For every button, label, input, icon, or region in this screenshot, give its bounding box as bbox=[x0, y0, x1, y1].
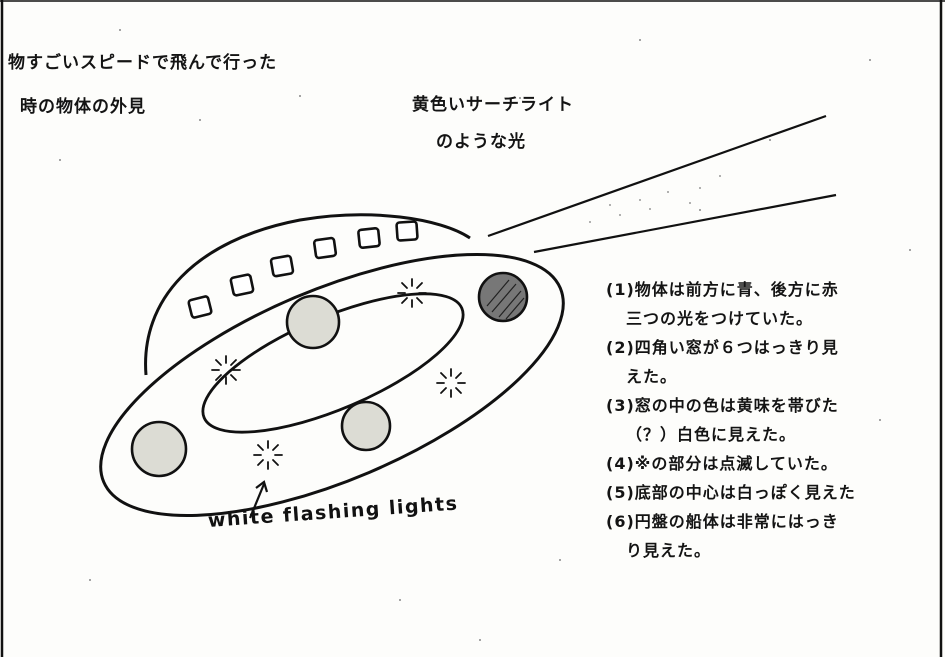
square-windows bbox=[187, 220, 419, 319]
note-1-line2: 三つの光をつけていた。 bbox=[626, 309, 814, 328]
caption-speed-line1: 物すごいスピードで飛んで行った bbox=[8, 53, 278, 73]
note-3-line2: （？）白色に見えた。 bbox=[626, 425, 797, 444]
window-3 bbox=[269, 254, 295, 278]
note-5-line1: (5)底部の中心は白っぽく見えた bbox=[606, 483, 856, 502]
flash-mark-3 bbox=[436, 368, 466, 398]
saucer-lights bbox=[130, 271, 529, 478]
paper-specks bbox=[59, 29, 911, 641]
light-front-hatched bbox=[477, 271, 529, 323]
searchlight-beam bbox=[487, 114, 837, 254]
caption-light-line2: のような光 bbox=[436, 132, 526, 152]
saucer-dome bbox=[144, 213, 471, 376]
note-4-line1: (4)※の部分は点滅していた。 bbox=[606, 454, 838, 473]
beam-dots bbox=[589, 175, 721, 223]
light-bottom-middle bbox=[340, 400, 392, 452]
label-pointer-arrow bbox=[248, 480, 269, 519]
window-1 bbox=[187, 295, 213, 319]
note-6-line1: (6)円盤の船体は非常にはっき bbox=[606, 512, 839, 531]
flash-mark-4 bbox=[253, 440, 283, 470]
caption-speed-line2: 時の物体の外見 bbox=[20, 97, 146, 117]
note-2-line1: (2)四角い窓が６つはっきり見 bbox=[606, 338, 839, 357]
window-6 bbox=[395, 220, 419, 242]
window-2 bbox=[229, 273, 255, 297]
window-5 bbox=[357, 227, 381, 249]
saucer-bottom-center bbox=[201, 292, 465, 434]
flashing-light-marks bbox=[211, 278, 466, 470]
note-6-line2: り見えた。 bbox=[626, 541, 712, 560]
light-left-rear bbox=[130, 420, 188, 478]
caption-light-line1: 黄色いサーチライト bbox=[412, 95, 574, 115]
saucer-body bbox=[99, 252, 565, 518]
flash-mark-2 bbox=[397, 278, 427, 308]
note-1-line1: (1)物体は前方に青、後方に赤 bbox=[606, 280, 839, 299]
light-top-middle bbox=[285, 294, 341, 350]
note-2-line2: えた。 bbox=[626, 367, 678, 386]
note-3-line1: (3)窓の中の色は黄味を帯びた bbox=[606, 396, 839, 415]
window-4 bbox=[312, 236, 338, 260]
observation-notes: (1)物体は前方に青、後方に赤 三つの光をつけていた。 (2)四角い窓が６つはっ… bbox=[606, 275, 856, 565]
flash-mark-1 bbox=[211, 355, 241, 385]
